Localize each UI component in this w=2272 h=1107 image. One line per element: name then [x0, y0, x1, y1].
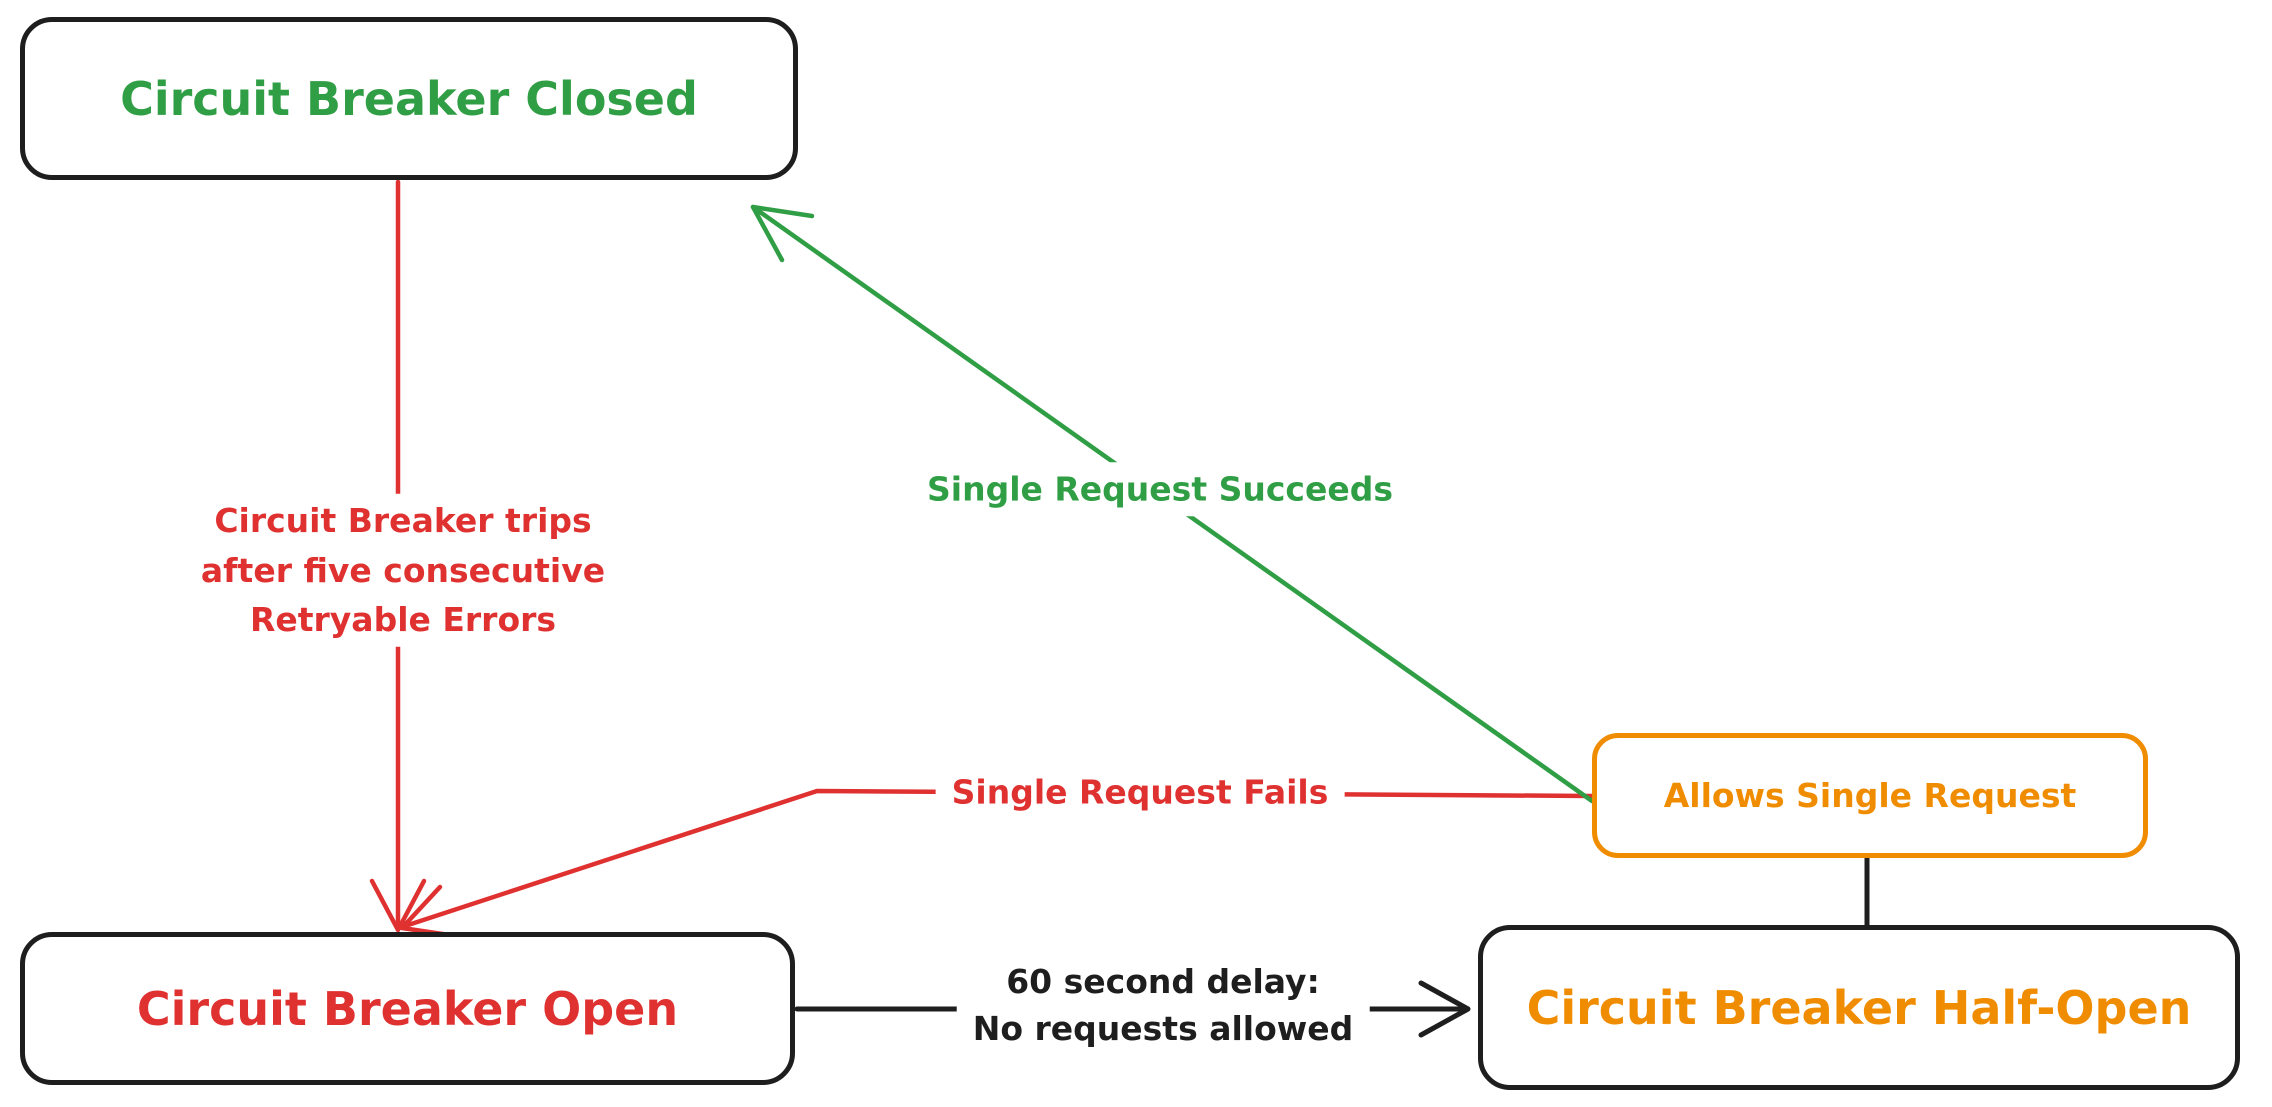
trip-label: Circuit Breaker trips after five consecu… [184, 493, 622, 647]
fail-label-text: Single Request Fails [951, 772, 1329, 812]
state-open: Circuit Breaker Open [20, 932, 795, 1085]
delay-label-line-1: 60 second delay: [1006, 962, 1320, 1002]
succeed-label-text: Single Request Succeeds [927, 469, 1393, 509]
state-half-open-label: Circuit Breaker Half-Open [1526, 980, 2192, 1035]
trip-label-line-1: Circuit Breaker trips [214, 500, 592, 540]
state-open-label: Circuit Breaker Open [136, 981, 679, 1036]
delay-arrowhead [1418, 980, 1471, 1038]
state-allows-single-request-label: Allows Single Request [1663, 776, 2077, 815]
trip-label-line-2: after five consecutive [200, 550, 606, 590]
delay-label-line-2: No requests allowed [972, 1009, 1354, 1048]
trip-arrowhead [369, 878, 427, 933]
delay-label: 60 second delay: No requests allowed [956, 957, 1370, 1055]
state-closed: Circuit Breaker Closed [20, 17, 798, 180]
state-allows-single-request: Allows Single Request [1592, 733, 2148, 858]
fail-label: Single Request Fails [935, 765, 1345, 819]
succeed-arrowhead [750, 204, 815, 263]
trip-label-line-3: Retryable Errors [249, 599, 557, 639]
state-closed-label: Circuit Breaker Closed [120, 71, 698, 126]
succeed-label: Single Request Succeeds [911, 462, 1409, 516]
state-half-open: Circuit Breaker Half-Open [1478, 925, 2240, 1090]
